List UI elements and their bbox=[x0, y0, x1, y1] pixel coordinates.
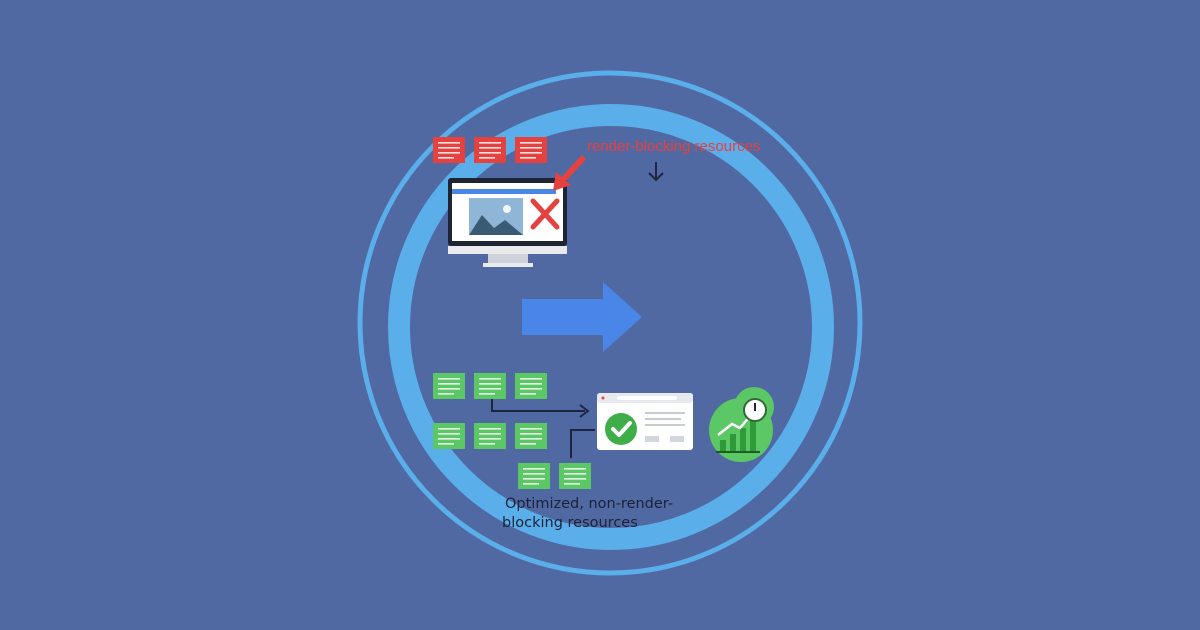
inner-ring bbox=[388, 104, 834, 550]
connector-lines bbox=[491, 399, 595, 458]
outer-ring bbox=[357, 70, 863, 576]
optimized-label-line1: Optimized, non-render- bbox=[505, 496, 673, 512]
optimized-document-icon bbox=[518, 463, 550, 489]
monitor-icon bbox=[448, 178, 567, 267]
browser-window-icon bbox=[597, 393, 693, 450]
blocking-label: render-blocking resources bbox=[587, 138, 760, 155]
optimized-document-icon bbox=[515, 423, 547, 449]
optimized-document-icon bbox=[559, 463, 591, 489]
optimized-document-icon bbox=[433, 373, 465, 399]
clock-icon bbox=[743, 398, 767, 422]
down-arrow-icon bbox=[648, 162, 664, 182]
red-pointer-arrow-icon bbox=[553, 154, 587, 191]
optimized-document-icon bbox=[474, 423, 506, 449]
blocking-document-icon bbox=[433, 137, 465, 163]
error-x-icon bbox=[530, 198, 560, 230]
blocking-document-icon bbox=[515, 137, 547, 163]
optimized-document-icon bbox=[433, 423, 465, 449]
checkmark-icon bbox=[605, 413, 637, 445]
optimized-document-icon bbox=[474, 373, 506, 399]
optimized-document-icon bbox=[515, 373, 547, 399]
optimized-label-line2: blocking resources bbox=[502, 515, 638, 531]
arrow-right-icon bbox=[522, 282, 642, 352]
blocking-document-icon bbox=[474, 137, 506, 163]
performance-chart-icon bbox=[709, 387, 774, 462]
